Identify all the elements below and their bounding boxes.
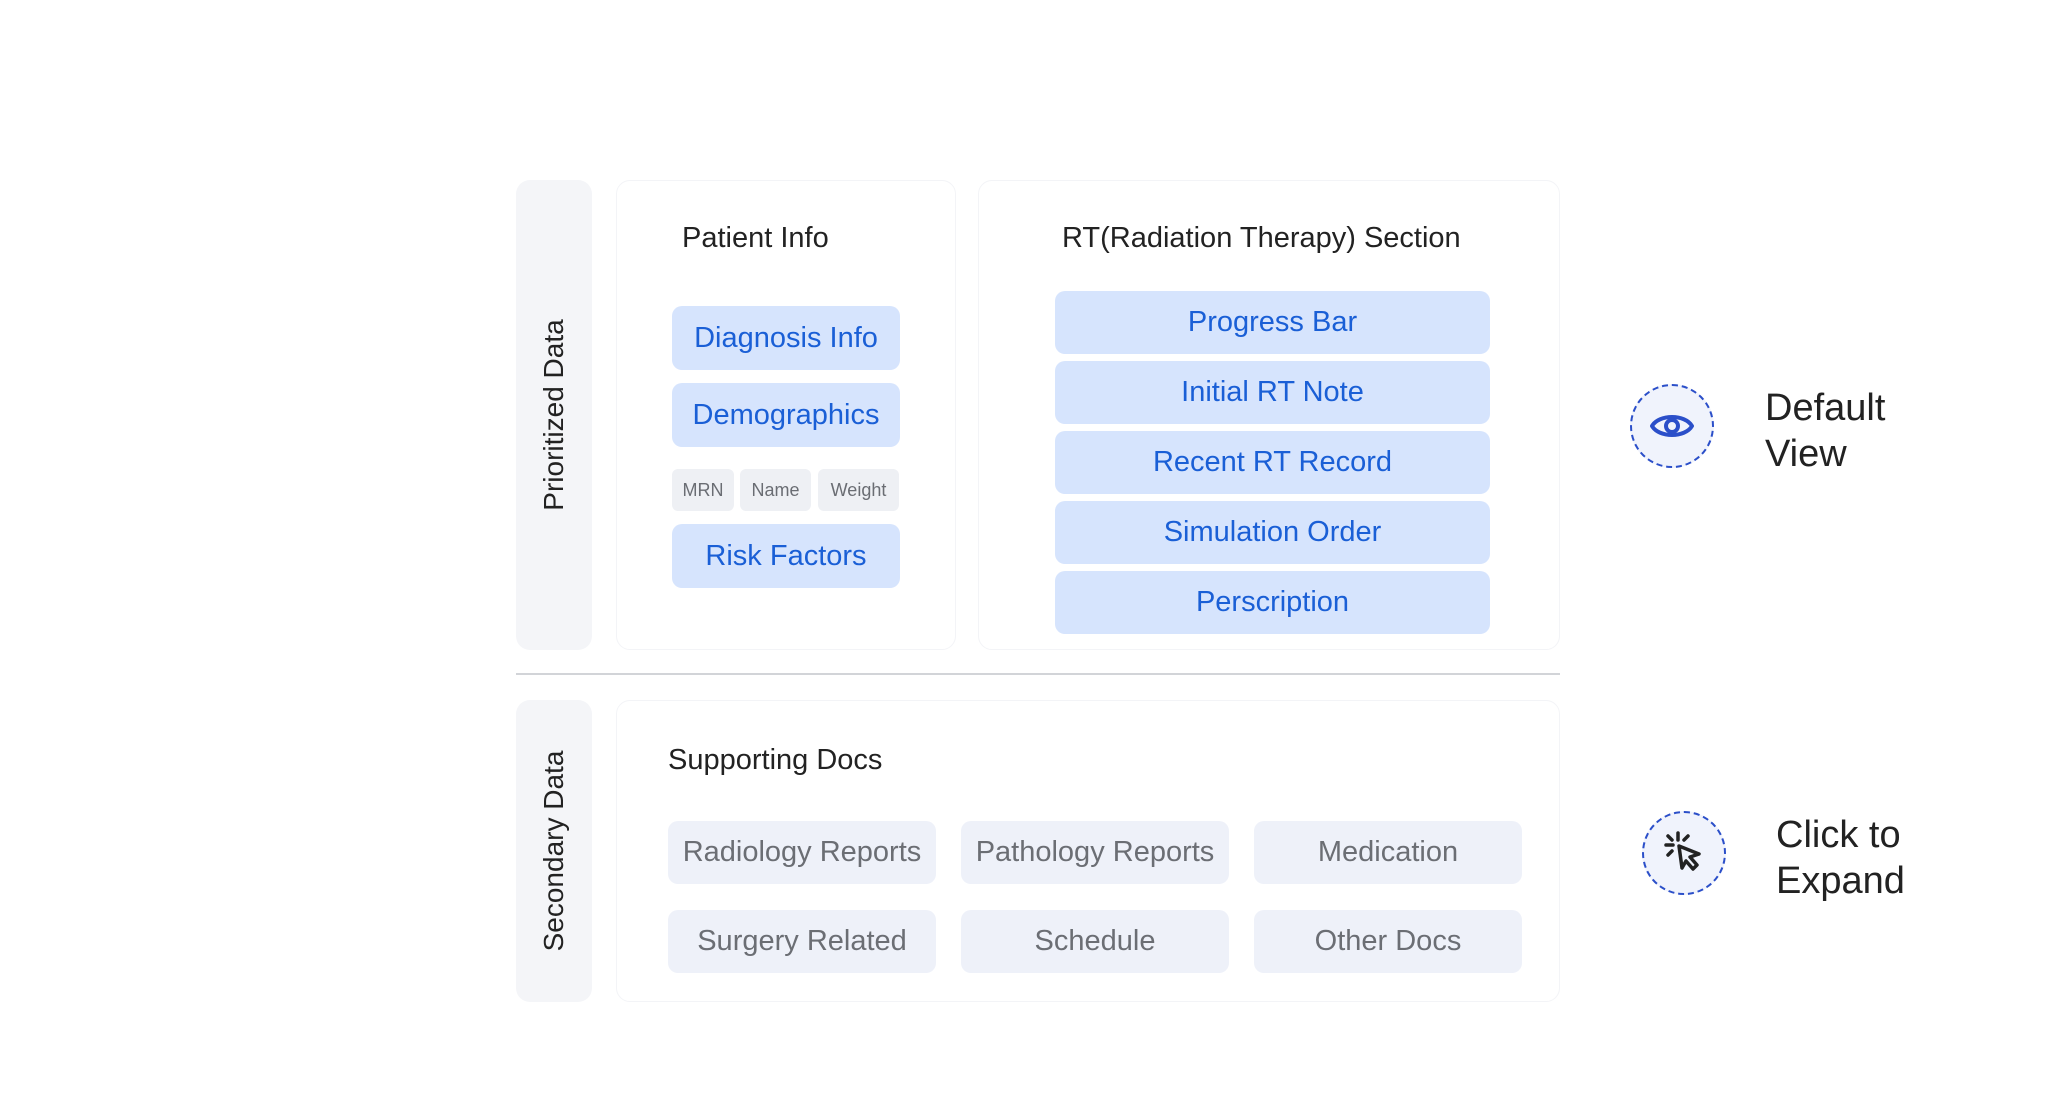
weight-field-chip: Weight <box>818 469 899 511</box>
default-view-label: Default View <box>1765 385 1885 477</box>
demographics-chip[interactable]: Demographics <box>672 383 900 447</box>
eye-icon <box>1650 415 1694 437</box>
rt-item-initial-rt-note[interactable]: Initial RT Note <box>1055 361 1490 424</box>
doc-medication[interactable]: Medication <box>1254 821 1522 884</box>
doc-other-docs[interactable]: Other Docs <box>1254 910 1522 973</box>
prioritized-data-label: Prioritized Data <box>538 319 569 511</box>
supporting-docs-title: Supporting Docs <box>668 744 883 776</box>
name-field-chip: Name <box>740 469 811 511</box>
doc-schedule[interactable]: Schedule <box>961 910 1229 973</box>
prioritized-data-label-box: Prioritized Data <box>516 180 592 650</box>
diagnosis-info-chip[interactable]: Diagnosis Info <box>672 306 900 370</box>
doc-radiology-reports[interactable]: Radiology Reports <box>668 821 936 884</box>
click-expand-line1: Click to <box>1776 814 1901 856</box>
default-view-icon-circle <box>1630 384 1714 468</box>
click-expand-label: Click to Expand <box>1776 812 1905 904</box>
patient-info-title: Patient Info <box>682 222 829 254</box>
secondary-data-label-box: Secondary Data <box>516 700 592 1002</box>
secondary-data-label: Secondary Data <box>538 750 569 952</box>
click-expand-icon-circle <box>1642 811 1726 895</box>
section-divider <box>516 673 1560 675</box>
doc-surgery-related[interactable]: Surgery Related <box>668 910 936 973</box>
rt-item-recent-rt-record[interactable]: Recent RT Record <box>1055 431 1490 494</box>
default-view-line1: Default <box>1765 387 1886 429</box>
risk-factors-chip[interactable]: Risk Factors <box>672 524 900 588</box>
default-view-line2: View <box>1765 433 1847 475</box>
rt-item-progress-bar[interactable]: Progress Bar <box>1055 291 1490 354</box>
rt-item-perscription[interactable]: Perscription <box>1055 571 1490 634</box>
mrn-field-chip: MRN <box>672 469 734 511</box>
click-expand-line2: Expand <box>1776 860 1905 902</box>
doc-pathology-reports[interactable]: Pathology Reports <box>961 821 1229 884</box>
rt-item-simulation-order[interactable]: Simulation Order <box>1055 501 1490 564</box>
rt-section-title: RT(Radiation Therapy) Section <box>1062 222 1461 254</box>
click-cursor-icon <box>1664 831 1701 871</box>
